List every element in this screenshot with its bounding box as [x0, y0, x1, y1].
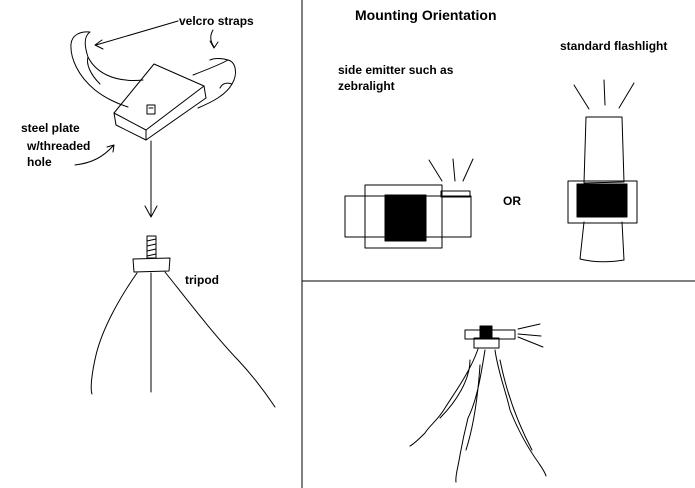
diagram-title: Mounting Orientation: [355, 7, 497, 23]
tripod-right: [409, 323, 547, 483]
tripod-label: tripod: [185, 273, 219, 287]
or-label: OR: [503, 194, 521, 208]
mount-arrow: [144, 140, 158, 218]
threaded-hole-label-line2: hole: [27, 155, 52, 169]
velcro-straps-label: velcro straps: [179, 14, 254, 28]
side-emitter-label-line2: zebralight: [338, 79, 395, 93]
steel-plate-label: steel plate: [21, 121, 80, 135]
side-emitter-label-line1: side emitter such as: [338, 63, 454, 77]
standard-flashlight: [567, 79, 638, 263]
tripod-left: [90, 235, 276, 408]
steel-plate-with-straps: [70, 31, 236, 141]
panel-dividers: [301, 0, 695, 488]
standard-flashlight-label: standard flashlight: [560, 39, 668, 53]
annotation-arrows: [74, 20, 219, 166]
side-emitter-light: [344, 158, 474, 249]
threaded-hole-label-line1: w/threaded: [27, 139, 91, 153]
